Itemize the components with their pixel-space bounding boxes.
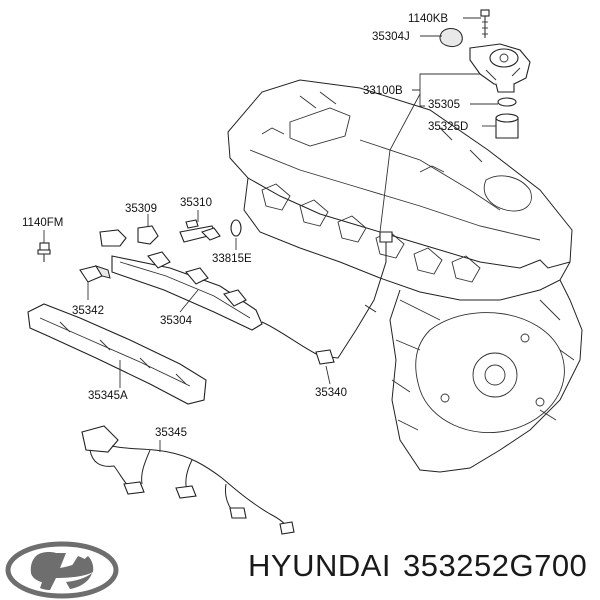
engine-assembly xyxy=(227,79,583,473)
hyundai-logo-icon xyxy=(5,541,119,599)
footer-caption: HYUNDAI 353252G700 xyxy=(248,548,599,584)
wiring-harness xyxy=(81,425,295,535)
label-35340: 35340 xyxy=(315,387,347,399)
part-labels: 1140KB 35304J 33100B 35305 35325D 35309 … xyxy=(22,13,468,439)
label-35304J: 35304J xyxy=(372,31,410,43)
label-35304: 35304 xyxy=(160,315,193,327)
label-1140KB: 1140KB xyxy=(408,13,448,25)
label-35310: 35310 xyxy=(180,197,212,209)
label-33815E: 33815E xyxy=(212,253,252,265)
label-35345A: 35345A xyxy=(88,390,128,402)
leader-lines xyxy=(43,17,498,452)
label-35309: 35309 xyxy=(125,203,157,215)
label-35342: 35342 xyxy=(72,305,104,317)
label-35305: 35305 xyxy=(428,99,460,111)
label-1140FM: 1140FM xyxy=(22,217,63,229)
brand-name: HYUNDAI xyxy=(248,548,392,583)
label-35325D: 35325D xyxy=(428,121,468,133)
fuel-rail-assembly xyxy=(27,219,393,405)
high-pressure-pump xyxy=(439,9,531,139)
part-number: 353252G700 xyxy=(403,548,588,583)
label-33100B: 33100B xyxy=(363,85,403,97)
label-35345: 35345 xyxy=(155,427,187,439)
